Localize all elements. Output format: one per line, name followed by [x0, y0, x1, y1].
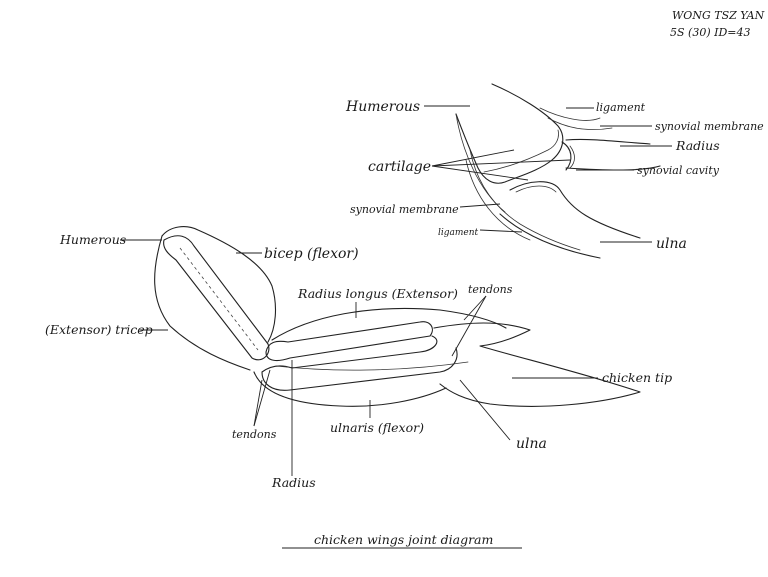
- radius-cartilage: [569, 145, 575, 169]
- bicep-outline: [161, 226, 277, 343]
- wing-humerus-marrow: [179, 247, 259, 351]
- wing-radius-bone: [265, 321, 433, 362]
- synovial-membrane-line-bottom: [469, 149, 581, 251]
- wing-tip-outline: [433, 322, 641, 407]
- label-wing-radius: Radius: [271, 475, 316, 490]
- radius-head: [561, 141, 572, 171]
- label-wing-humerous: Humerous: [59, 232, 126, 247]
- label-wing-tendons-top: tendons: [468, 283, 513, 296]
- label-wing-ulna: ulna: [516, 436, 547, 452]
- label-wing-ulnaris: ulnaris (flexor): [330, 420, 424, 435]
- label-joint-cartilage: cartilage: [368, 159, 431, 175]
- joint-leader-lines: [424, 105, 672, 243]
- label-joint-humerous: Humerous: [345, 99, 420, 115]
- wing-leader-lines: [120, 239, 598, 476]
- label-joint-ligament-top: ligament: [596, 101, 646, 114]
- label-wing-chicken-tip: chicken tip: [602, 370, 672, 385]
- label-joint-synovial-membrane-left: synovial membrane: [350, 203, 459, 216]
- label-joint-synovial-cavity: synovial cavity: [637, 164, 720, 177]
- tendon-line: [275, 361, 469, 371]
- label-joint-radius: Radius: [675, 138, 720, 153]
- label-wing-tricep: (Extensor) tricep: [45, 322, 153, 337]
- author-class-id: 5S (30) ID=43: [670, 26, 751, 39]
- label-wing-tendons-bottom: tendons: [232, 428, 277, 441]
- humerus-cartilage: [483, 129, 559, 173]
- label-joint-synovial-membrane-right: synovial membrane: [655, 120, 764, 133]
- humerus-outline: [455, 83, 564, 184]
- forearm-upper-outline: [271, 307, 507, 341]
- label-joint-ligament-left: ligament: [438, 228, 479, 238]
- label-wing-radius-longus: Radius longus (Extensor): [297, 286, 458, 301]
- synovial-membrane-line-top: [547, 117, 613, 130]
- wing-drawing: [154, 226, 641, 407]
- label-joint-ulna: ulna: [656, 236, 687, 252]
- ulna-cartilage: [515, 185, 557, 193]
- wing-humerus-bone: [163, 235, 270, 361]
- author-name: WONG TSZ YAN: [672, 9, 765, 22]
- diagram-title: chicken wings joint diagram: [314, 532, 493, 547]
- wing-ulna-bone: [261, 335, 458, 391]
- forearm-lower-outline: [253, 371, 447, 407]
- tricep-outline: [154, 235, 251, 371]
- ligament-line-top: [539, 107, 601, 121]
- label-wing-bicep: bicep (flexor): [264, 246, 359, 262]
- ulna-outline: [499, 181, 641, 259]
